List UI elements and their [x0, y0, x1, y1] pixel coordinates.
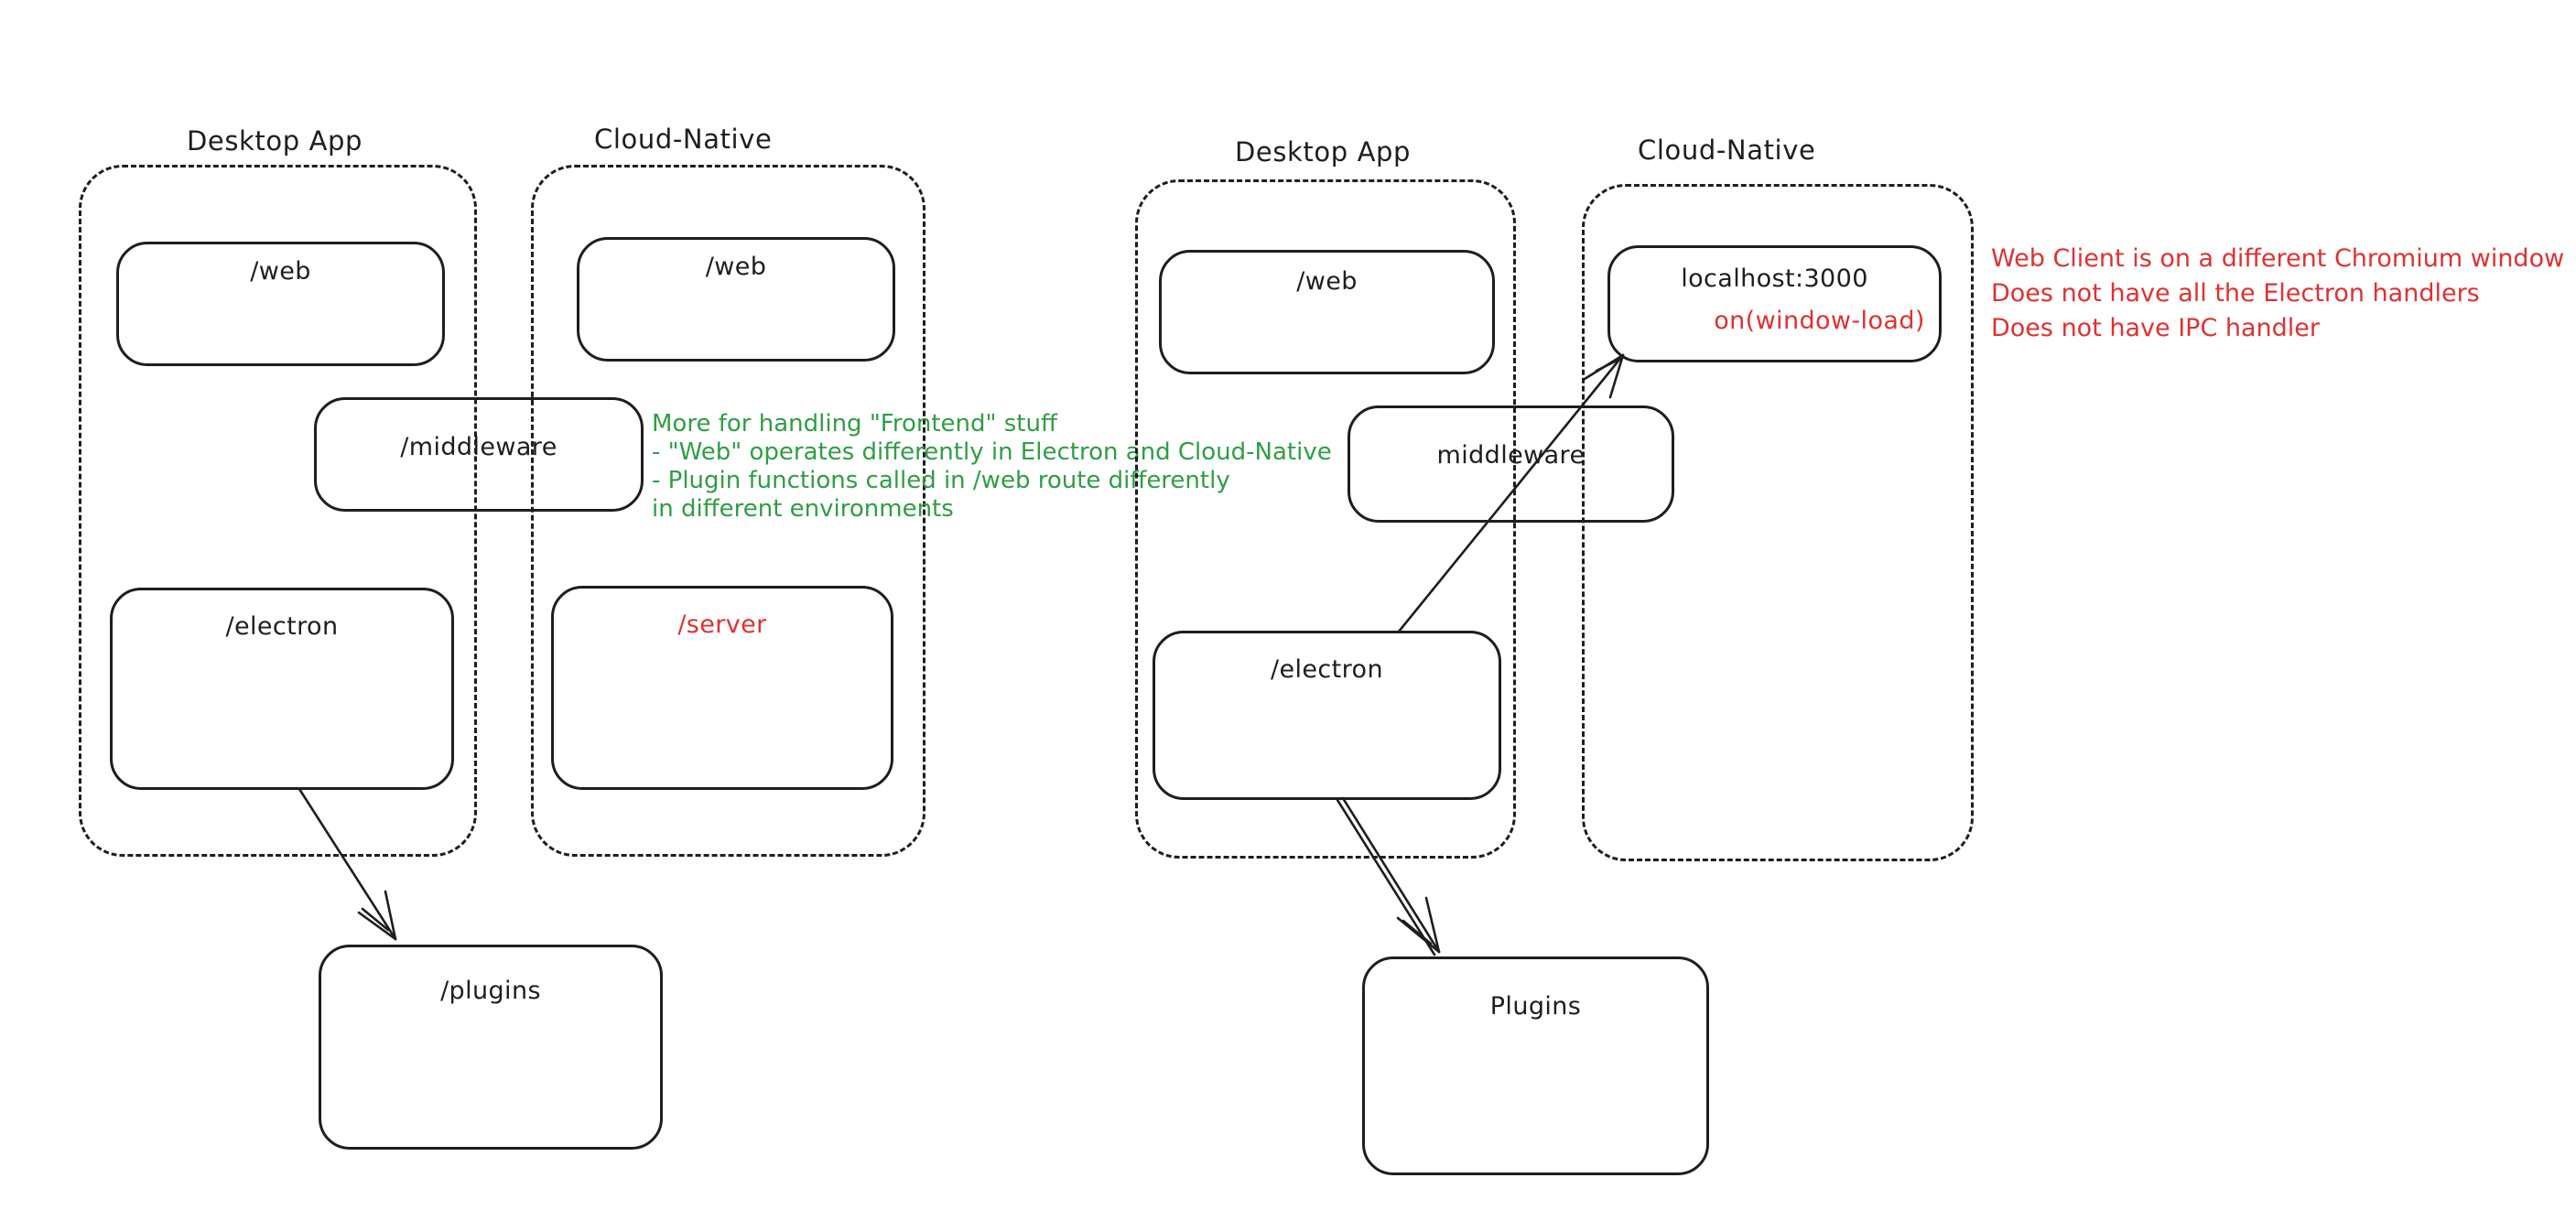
right-localhost-sub-label: on(window-load) — [1714, 307, 1925, 335]
right-plugins-label: Plugins — [1489, 992, 1582, 1021]
right-middleware-box: middleware — [1348, 405, 1674, 523]
left-plugins-box: /plugins — [319, 945, 663, 1150]
red-note-line: Does not have all the Electron handlers — [1991, 279, 2480, 308]
left-cloud-group-title: Cloud-Native — [594, 124, 773, 155]
left-electron-label: /electron — [225, 612, 339, 641]
right-cloud-group-title: Cloud-Native — [1638, 135, 1816, 166]
left-web-desktop-label: /web — [250, 257, 311, 286]
left-server-box: /server — [551, 586, 893, 790]
right-middleware-label: middleware — [1436, 441, 1586, 470]
right-localhost-box: localhost:3000 on(window-load) — [1607, 245, 1942, 362]
left-middleware-label: /middleware — [400, 433, 557, 461]
right-electron-label: /electron — [1271, 655, 1383, 684]
right-localhost-label: localhost:3000 — [1681, 265, 1868, 293]
green-note-line: - "Web" operates differently in Electron… — [652, 438, 1332, 466]
right-desktop-group-title: Desktop App — [1234, 136, 1412, 168]
green-note-line: - Plugin functions called in /web route … — [652, 467, 1230, 494]
red-note: Web Client is on a different Chromium wi… — [1991, 242, 2564, 346]
right-web-box: /web — [1159, 250, 1495, 374]
left-web-cloud-box: /web — [577, 237, 895, 362]
left-server-label: /server — [677, 611, 767, 639]
green-note-line: More for handling "Frontend" stuff — [652, 410, 1057, 438]
left-desktop-group-title: Desktop App — [186, 125, 363, 157]
right-plugins-box: Plugins — [1362, 956, 1709, 1175]
green-note: More for handling "Frontend" stuff - "We… — [652, 410, 1332, 524]
left-electron-box: /electron — [110, 588, 454, 790]
red-note-line: Does not have IPC handler — [1991, 314, 2321, 342]
left-web-cloud-label: /web — [705, 253, 767, 281]
left-middleware-box: /middleware — [314, 397, 644, 512]
right-web-label: /web — [1296, 267, 1358, 296]
red-note-line: Web Client is on a different Chromium wi… — [1991, 244, 2565, 273]
left-plugins-label: /plugins — [440, 977, 541, 1005]
right-electron-box: /electron — [1153, 631, 1501, 800]
green-note-line: in different environments — [652, 495, 954, 523]
left-web-desktop-box: /web — [116, 242, 445, 366]
